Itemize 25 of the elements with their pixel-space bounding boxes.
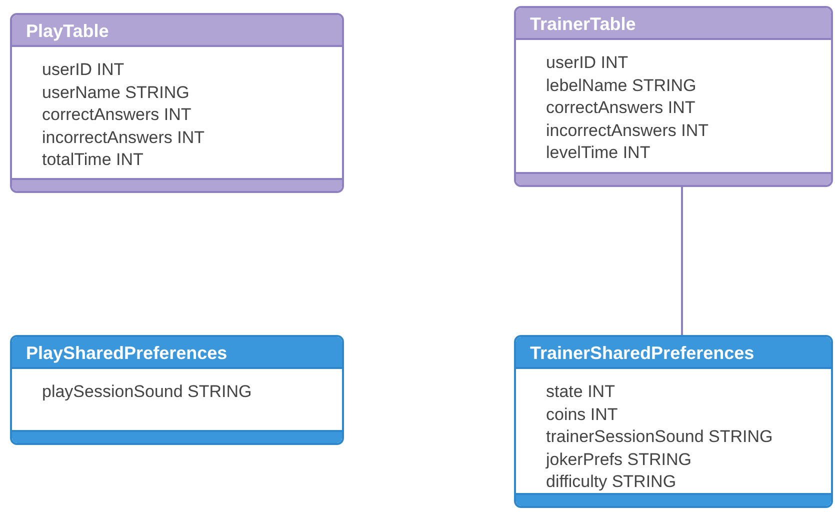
field-row-text: correctAnswers INT: [546, 97, 696, 119]
table-title: TrainerSharedPreferences: [516, 337, 831, 369]
field-row-text: incorrectAnswers INT: [546, 120, 708, 142]
field-row-text: totalTime INT: [42, 149, 144, 171]
field-row-text: state INT: [546, 381, 616, 403]
table-title: TrainerTable: [516, 8, 831, 40]
field-row-text: jokerPrefs STRING: [546, 448, 692, 470]
field-row-text: userID INT: [42, 59, 126, 81]
table-title: PlaySharedPreferences: [12, 337, 342, 369]
connector-line: [681, 187, 683, 335]
field-row-text: difficulty STRING: [546, 471, 678, 493]
field-row-text: playSessionSound STRING: [42, 381, 252, 403]
field-row-text: incorrectAnswers INT: [42, 126, 204, 148]
table-box: [514, 335, 833, 508]
field-row-text: userName STRING: [42, 82, 190, 104]
table-box: [10, 335, 344, 445]
field-row-text: levelTime INT: [546, 142, 652, 164]
field-row-text: userID INT: [546, 52, 630, 74]
field-row-text: correctAnswers INT: [42, 104, 192, 126]
table-title: PlayTable: [12, 15, 342, 47]
table-box: [10, 13, 344, 193]
field-row-text: coins INT: [546, 404, 619, 426]
field-row-text: lebelName STRING: [546, 74, 698, 96]
field-row-text: trainerSessionSound STRING: [546, 426, 773, 448]
table-box: [514, 6, 833, 187]
